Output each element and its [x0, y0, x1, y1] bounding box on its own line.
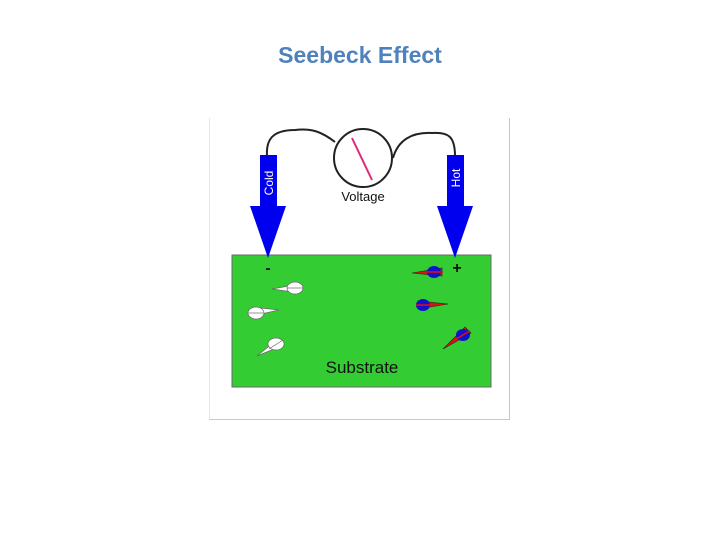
slide-title: Seebeck Effect: [278, 42, 442, 68]
substrate: [231, 254, 492, 388]
substrate-label: Substrate: [326, 358, 399, 377]
voltmeter: Voltage: [333, 128, 393, 204]
figure-frame: [209, 118, 510, 420]
left-wire: [265, 128, 336, 157]
voltmeter-label: Voltage: [341, 189, 384, 204]
voltmeter-needle: [351, 137, 373, 181]
positive-terminal: +: [452, 260, 461, 277]
hot-probe-label: Hot: [449, 168, 463, 187]
hot-carrier: [411, 266, 443, 278]
cold-carrier: [256, 337, 285, 357]
cold-probe-label: Cold: [262, 171, 276, 196]
right-wire: [392, 131, 456, 159]
negative-terminal: -: [265, 260, 270, 277]
hot-carrier: [416, 299, 449, 311]
hot-probe: [437, 155, 473, 258]
cold-carrier: [247, 306, 280, 320]
hot-carrier: [442, 326, 472, 350]
cold-probe: [250, 155, 286, 258]
voltmeter-dial: [333, 128, 393, 188]
cold-carrier: [271, 281, 304, 295]
